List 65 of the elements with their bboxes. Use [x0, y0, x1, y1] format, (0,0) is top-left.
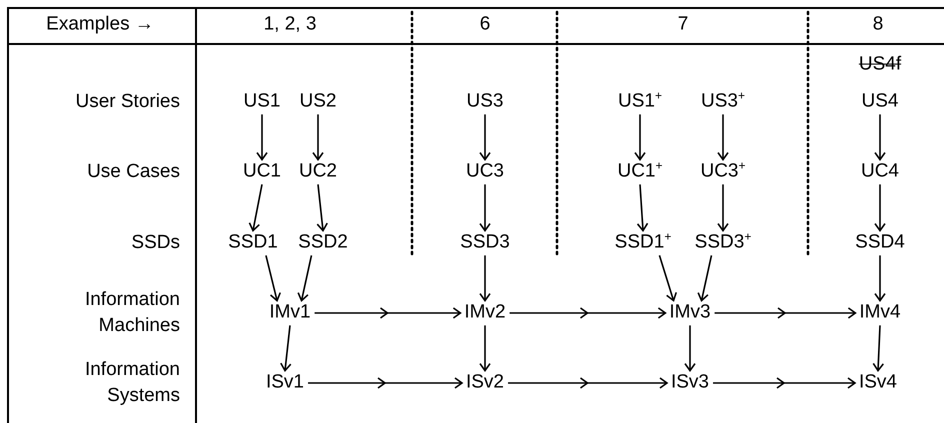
- arrow: [714, 307, 857, 319]
- header-label: Examples →: [46, 14, 154, 36]
- artifact-label: IMv4: [859, 302, 901, 324]
- arrow: [634, 114, 646, 160]
- arrow: [874, 114, 886, 160]
- artifact-label: UC1: [243, 160, 281, 184]
- arrow: [479, 184, 491, 232]
- arrow: [248, 184, 263, 232]
- artifact-label: SSD3$^{+}$: [694, 232, 752, 254]
- arrow: [316, 184, 328, 232]
- artifact-label: US1: [244, 90, 280, 114]
- arrow: [713, 377, 856, 389]
- arrow: [658, 255, 678, 302]
- artifact-label: UC2: [299, 160, 337, 184]
- artifact-label: US3: [466, 90, 504, 114]
- arrow: [717, 184, 729, 232]
- artifact-label: SSD4: [855, 232, 905, 254]
- row-label: User Stories: [74, 90, 180, 114]
- arrow: [479, 114, 491, 160]
- arrow: [479, 255, 491, 302]
- artifact-label: SSD3: [460, 232, 510, 254]
- arrow: [872, 325, 884, 372]
- arrow: [297, 255, 312, 302]
- artifact-label: UC1$^{+}$: [617, 160, 663, 184]
- artifact-label: IMv2: [464, 302, 506, 324]
- artifact-label: SSD1$^{+}$: [614, 232, 672, 254]
- artifact-label: SSD2: [298, 232, 348, 254]
- artifact-label: US1$^{+}$: [618, 90, 662, 114]
- column-header: 6: [480, 14, 490, 36]
- arrow: [479, 325, 491, 372]
- artifact-label: ISv1: [266, 372, 304, 394]
- artifact-label: US4: [862, 90, 898, 114]
- artifact-label: ISv2: [466, 372, 504, 394]
- arrow: [636, 184, 648, 232]
- artifact-label: US3$^{+}$: [701, 90, 745, 114]
- artifact-label: UC3: [466, 160, 504, 184]
- artifact-label: ISv3: [670, 372, 710, 394]
- row-label: Information Systems: [84, 358, 180, 408]
- column-header: 8: [872, 14, 884, 36]
- arrow: [684, 325, 696, 372]
- arrow: [280, 325, 292, 372]
- row-label: SSDs: [130, 231, 180, 255]
- arrow: [265, 255, 282, 302]
- artifact-label: UC3$^{+}$: [700, 160, 746, 184]
- arrow: [256, 114, 268, 160]
- row-label: Use Cases: [86, 160, 180, 184]
- arrow: [717, 114, 729, 160]
- artifact-label: US2: [300, 90, 336, 114]
- arrow: [312, 114, 324, 160]
- column-header: 7: [678, 14, 688, 36]
- arrow: [308, 377, 464, 389]
- artifact-label: UC4: [861, 160, 899, 184]
- arrow: [508, 377, 668, 389]
- arrow: [697, 255, 712, 302]
- arrow: [314, 307, 462, 319]
- arrow: [874, 255, 886, 302]
- artifact-label: ISv4: [858, 372, 898, 394]
- row-label: Information Machines: [84, 288, 180, 338]
- artifact-label: IMv1: [269, 302, 311, 324]
- artifact-label: SSD1: [228, 232, 278, 254]
- artifact-label: IMv3: [669, 302, 711, 324]
- column-header: 1, 2, 3: [264, 14, 316, 36]
- arrow: [874, 184, 886, 232]
- struck-text: US4f: [858, 54, 902, 76]
- arrow: [510, 307, 667, 319]
